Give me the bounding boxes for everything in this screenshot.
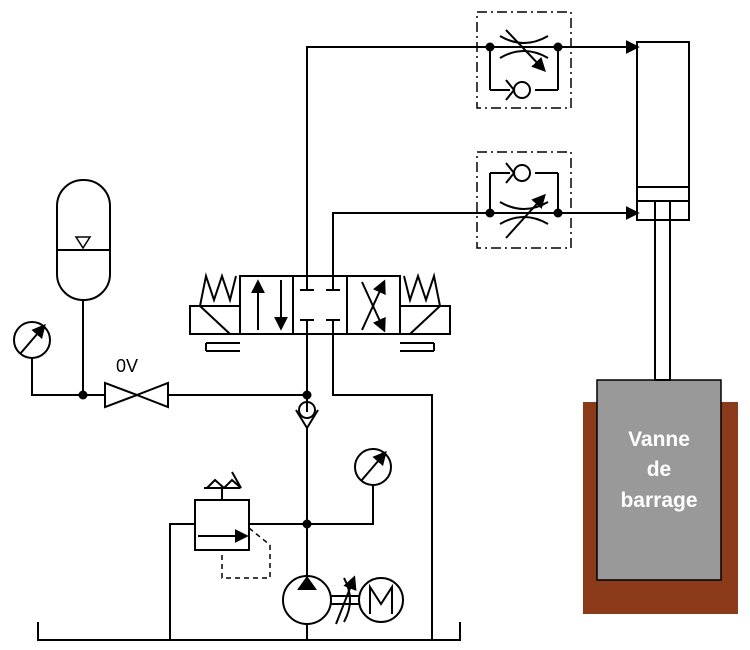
pressure-gauge-left (13, 321, 105, 400)
gate-label-line1: Vanne (628, 428, 690, 451)
valve-label: 0V (116, 356, 138, 376)
hydraulic-cylinder (636, 41, 690, 381)
flow-control-valve-bottom (476, 151, 572, 249)
pressure-gauge-pump (354, 448, 392, 486)
gate-assembly: Vanne de barrage (583, 379, 738, 614)
flow-control-valve-top (476, 11, 572, 109)
accumulator (56, 179, 111, 395)
directional-valve-4-3 (189, 272, 451, 352)
cylinder-rod (654, 200, 671, 381)
isolation-valve: 0V (104, 356, 169, 409)
main-lines (168, 334, 433, 640)
pump-motor (282, 575, 404, 640)
pressure-relief-valve (169, 471, 271, 640)
pipes-cylinder (306, 40, 640, 276)
gate-label-line2: de (647, 458, 672, 481)
motor (358, 577, 404, 623)
tank (37, 622, 461, 641)
gate-body (596, 379, 722, 581)
cylinder-piston (636, 186, 690, 202)
gate-label-line3: barrage (620, 489, 697, 512)
